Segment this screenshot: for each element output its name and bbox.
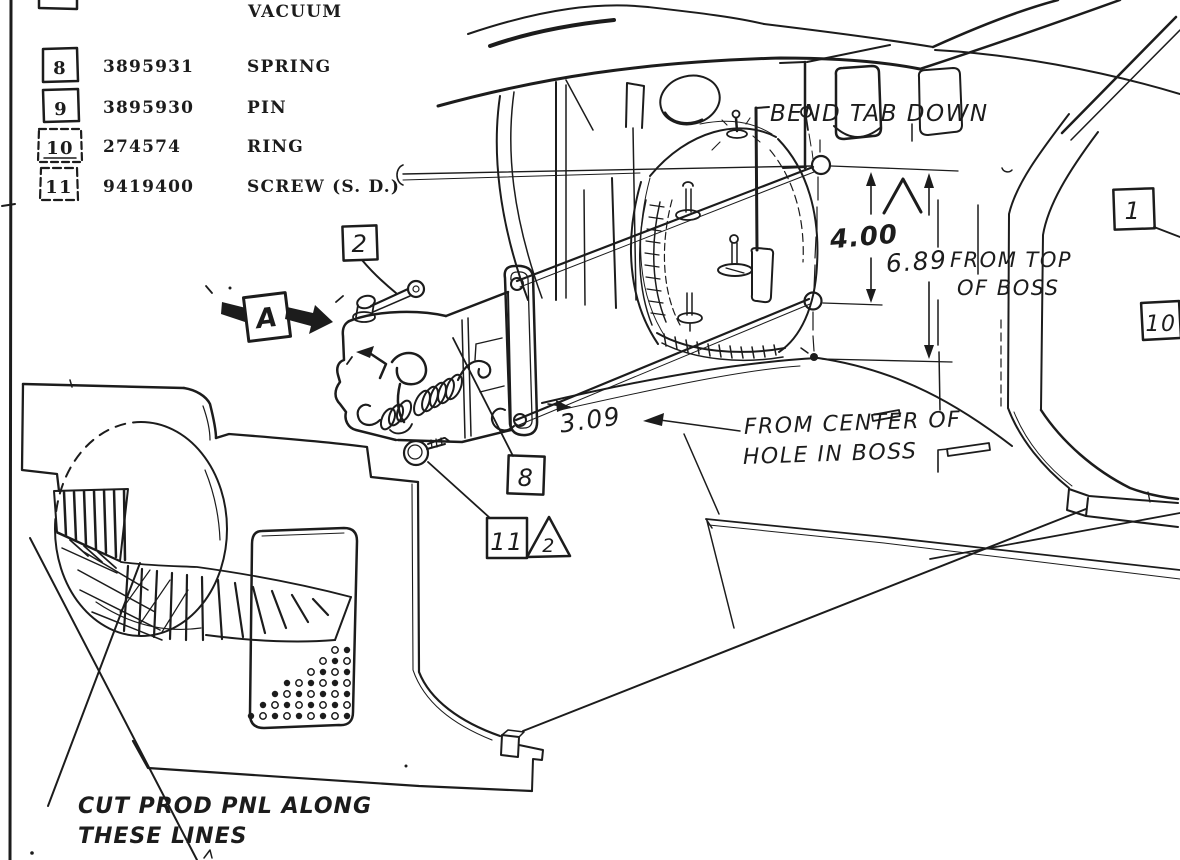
parts-list-partial-name: VACUUM (247, 2, 342, 22)
spring-part (356, 359, 492, 435)
bend-tab-leader (754, 106, 770, 252)
parts-number-10: 274574 (103, 137, 181, 157)
perforated-panel (247, 526, 359, 730)
parts-name-11: SCREW (S. D.) (247, 177, 400, 197)
heater-case (20, 379, 544, 793)
serration-ticks (644, 204, 666, 316)
from-top-note-2: OF BOSS (957, 276, 1060, 300)
cowl-slots (871, 409, 991, 457)
view-a-marker (205, 285, 353, 365)
dim-4-00: 4.00 (828, 220, 900, 256)
callout-label-1: 1 (1125, 197, 1142, 225)
dim-6-89: 6.89 (885, 245, 949, 278)
parts-name-9: PIN (247, 98, 287, 118)
parts-ref-9: 9 (54, 99, 68, 120)
perforation-dots (247, 646, 351, 720)
blower-scroll (53, 421, 352, 643)
page-border-line (1, 0, 16, 860)
view-a-label: A (252, 302, 280, 336)
callout-boxes (341, 187, 1180, 560)
parts-name-8: SPRING (247, 57, 331, 77)
mounting-studs (675, 106, 814, 332)
callout-box-2 (341, 224, 379, 262)
parts-list-partial-box (37, 0, 79, 11)
from-center-note-1: FROM CENTER OF (743, 407, 961, 440)
triangle-note-label: 2 (542, 535, 556, 557)
callout-label-8: 8 (518, 464, 535, 492)
text-layer: VACUUM 8 3895931 SPRING 9 3895930 PIN 10… (45, 2, 1177, 849)
parts-number-11: 9419400 (103, 177, 194, 197)
cut-note-1: CUT PROD PNL ALONG (78, 794, 372, 819)
parts-ref-10: 10 (46, 138, 73, 159)
callout-box-1 (1112, 187, 1156, 231)
callout-box-11 (485, 516, 529, 560)
control-rods (396, 164, 815, 426)
bottom-edge-lines (522, 508, 1180, 732)
parts-number-8: 3895931 (103, 57, 194, 77)
from-center-note-2: HOLE IN BOSS (742, 439, 917, 470)
pillar (1000, 113, 1180, 528)
gear-teeth (663, 333, 777, 359)
screw-part (402, 437, 450, 467)
callout-box-10 (1139, 299, 1180, 342)
parts-name-10: RING (247, 137, 304, 157)
callout-triangle-2 (525, 515, 572, 559)
parts-number-9: 3895930 (103, 98, 194, 118)
parts-ref-8: 8 (53, 58, 67, 79)
callout-box-8 (506, 454, 546, 496)
parts-list-boxes (36, 46, 84, 202)
firewall-panel (495, 44, 1013, 447)
flange-bracket (490, 264, 539, 437)
callout-label-10: 10 (1146, 312, 1177, 337)
actuator-bracket (334, 279, 513, 444)
cut-lines (29, 537, 213, 860)
blower-opening (630, 120, 819, 362)
callout-label-2: 2 (352, 230, 369, 258)
parts-ref-11: 11 (45, 177, 72, 198)
callout-label-11: 11 (490, 528, 524, 556)
cut-note-2: THESE LINES (78, 824, 247, 849)
from-top-note-1: FROM TOP (950, 248, 1072, 272)
windshield-cowl-lines (436, 0, 1180, 141)
bend-tab-note: BEND TAB DOWN (770, 101, 989, 127)
